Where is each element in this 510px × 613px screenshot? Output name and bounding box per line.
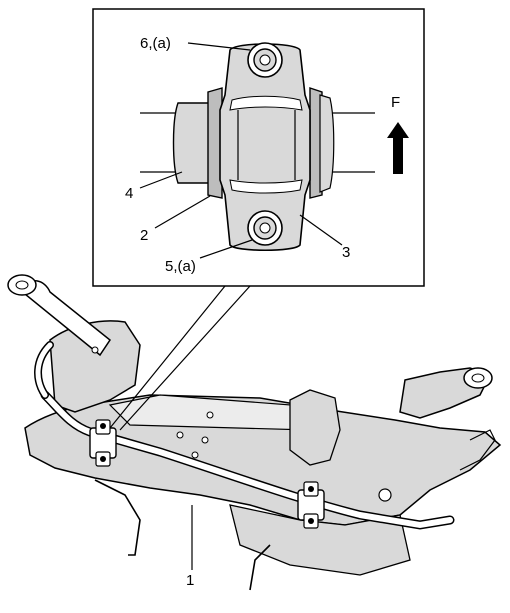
bar-bracket-right — [297, 481, 325, 529]
callout-line-left — [109, 285, 226, 429]
label-6-a: 6,(a) — [140, 35, 171, 52]
forward-arrow-icon — [387, 122, 409, 174]
label-2: 2 — [140, 227, 148, 244]
stabilizer-bar — [34, 341, 455, 530]
bushing-detail — [140, 42, 375, 251]
forward-label: F — [391, 94, 400, 111]
label-5-a: 5,(a) — [165, 258, 196, 275]
label-4: 4 — [125, 185, 133, 202]
label-1: 1 — [186, 572, 194, 589]
callout-line-right — [119, 285, 251, 431]
bar-bracket-left — [89, 419, 117, 467]
label-3: 3 — [342, 244, 350, 261]
front-subframe — [7, 274, 502, 591]
